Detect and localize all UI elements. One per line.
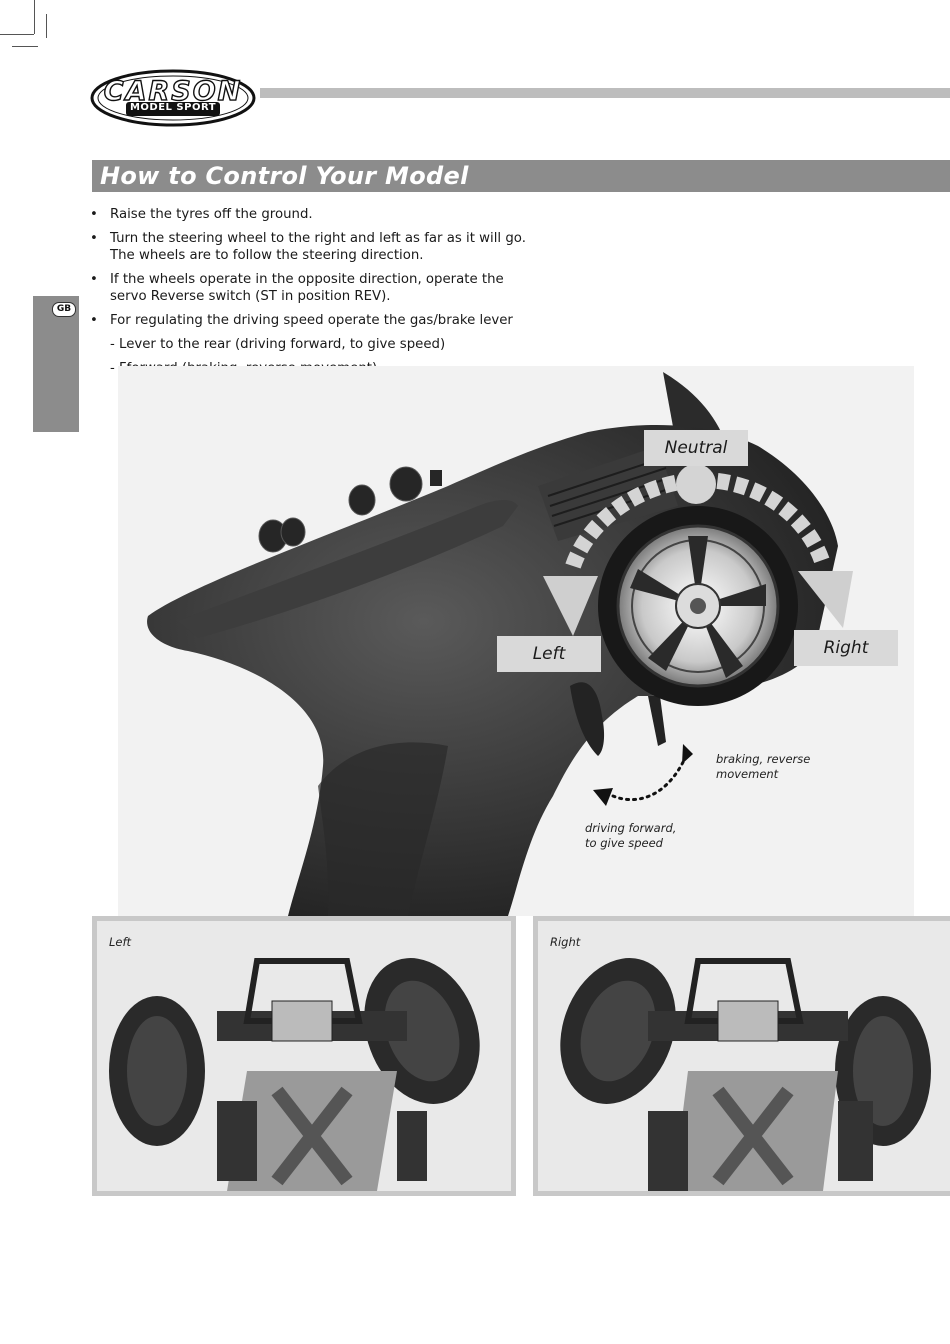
sub-list-item: - Lever to the rear (driving forward, to…: [110, 337, 446, 352]
instruction-list: •Raise the tyres off the ground. •Turn t…: [90, 206, 530, 384]
logo-wordmark: CARSON: [103, 75, 243, 107]
left-steering-photo: Left: [92, 916, 516, 1196]
left-photo-caption: Left: [109, 935, 132, 949]
right-label: Right: [794, 630, 898, 666]
braking-note: braking, reverse movement: [716, 752, 811, 781]
language-tab: GB: [33, 296, 79, 432]
logo-subtitle: MODEL SPORT: [129, 102, 217, 113]
crop-mark: [0, 34, 34, 35]
header-rule: [260, 88, 950, 98]
transmitter-illustration: [147, 372, 853, 916]
carson-logo: CARSON MODEL SPORT: [90, 68, 256, 128]
list-item: •If the wheels operate in the opposite d…: [90, 272, 504, 304]
right-steering-photo: Right: [533, 916, 950, 1196]
right-photo-caption: Right: [550, 935, 581, 949]
neutral-label: Neutral: [644, 430, 748, 466]
language-badge: GB: [52, 302, 76, 317]
list-item: •Raise the tyres off the ground.: [90, 207, 313, 222]
transmitter-figure: Neutral Left Right braking, reverse move…: [118, 366, 914, 916]
chassis-right-image: [560, 958, 931, 1191]
left-label: Left: [497, 636, 601, 672]
crop-mark: [34, 0, 35, 34]
section-title: How to Control Your Model: [100, 162, 469, 190]
photo-area: Left: [97, 921, 511, 1191]
list-item: •Turn the steering wheel to the right an…: [90, 231, 526, 263]
section-title-bar: How to Control Your Model: [92, 160, 950, 192]
crop-mark: [46, 14, 47, 38]
photo-area: Right: [538, 921, 950, 1191]
crop-mark: [12, 46, 38, 47]
list-item: •For regulating the driving speed operat…: [90, 313, 513, 328]
chassis-left-image: [109, 958, 480, 1191]
forward-note: driving forward, to give speed: [585, 821, 677, 850]
